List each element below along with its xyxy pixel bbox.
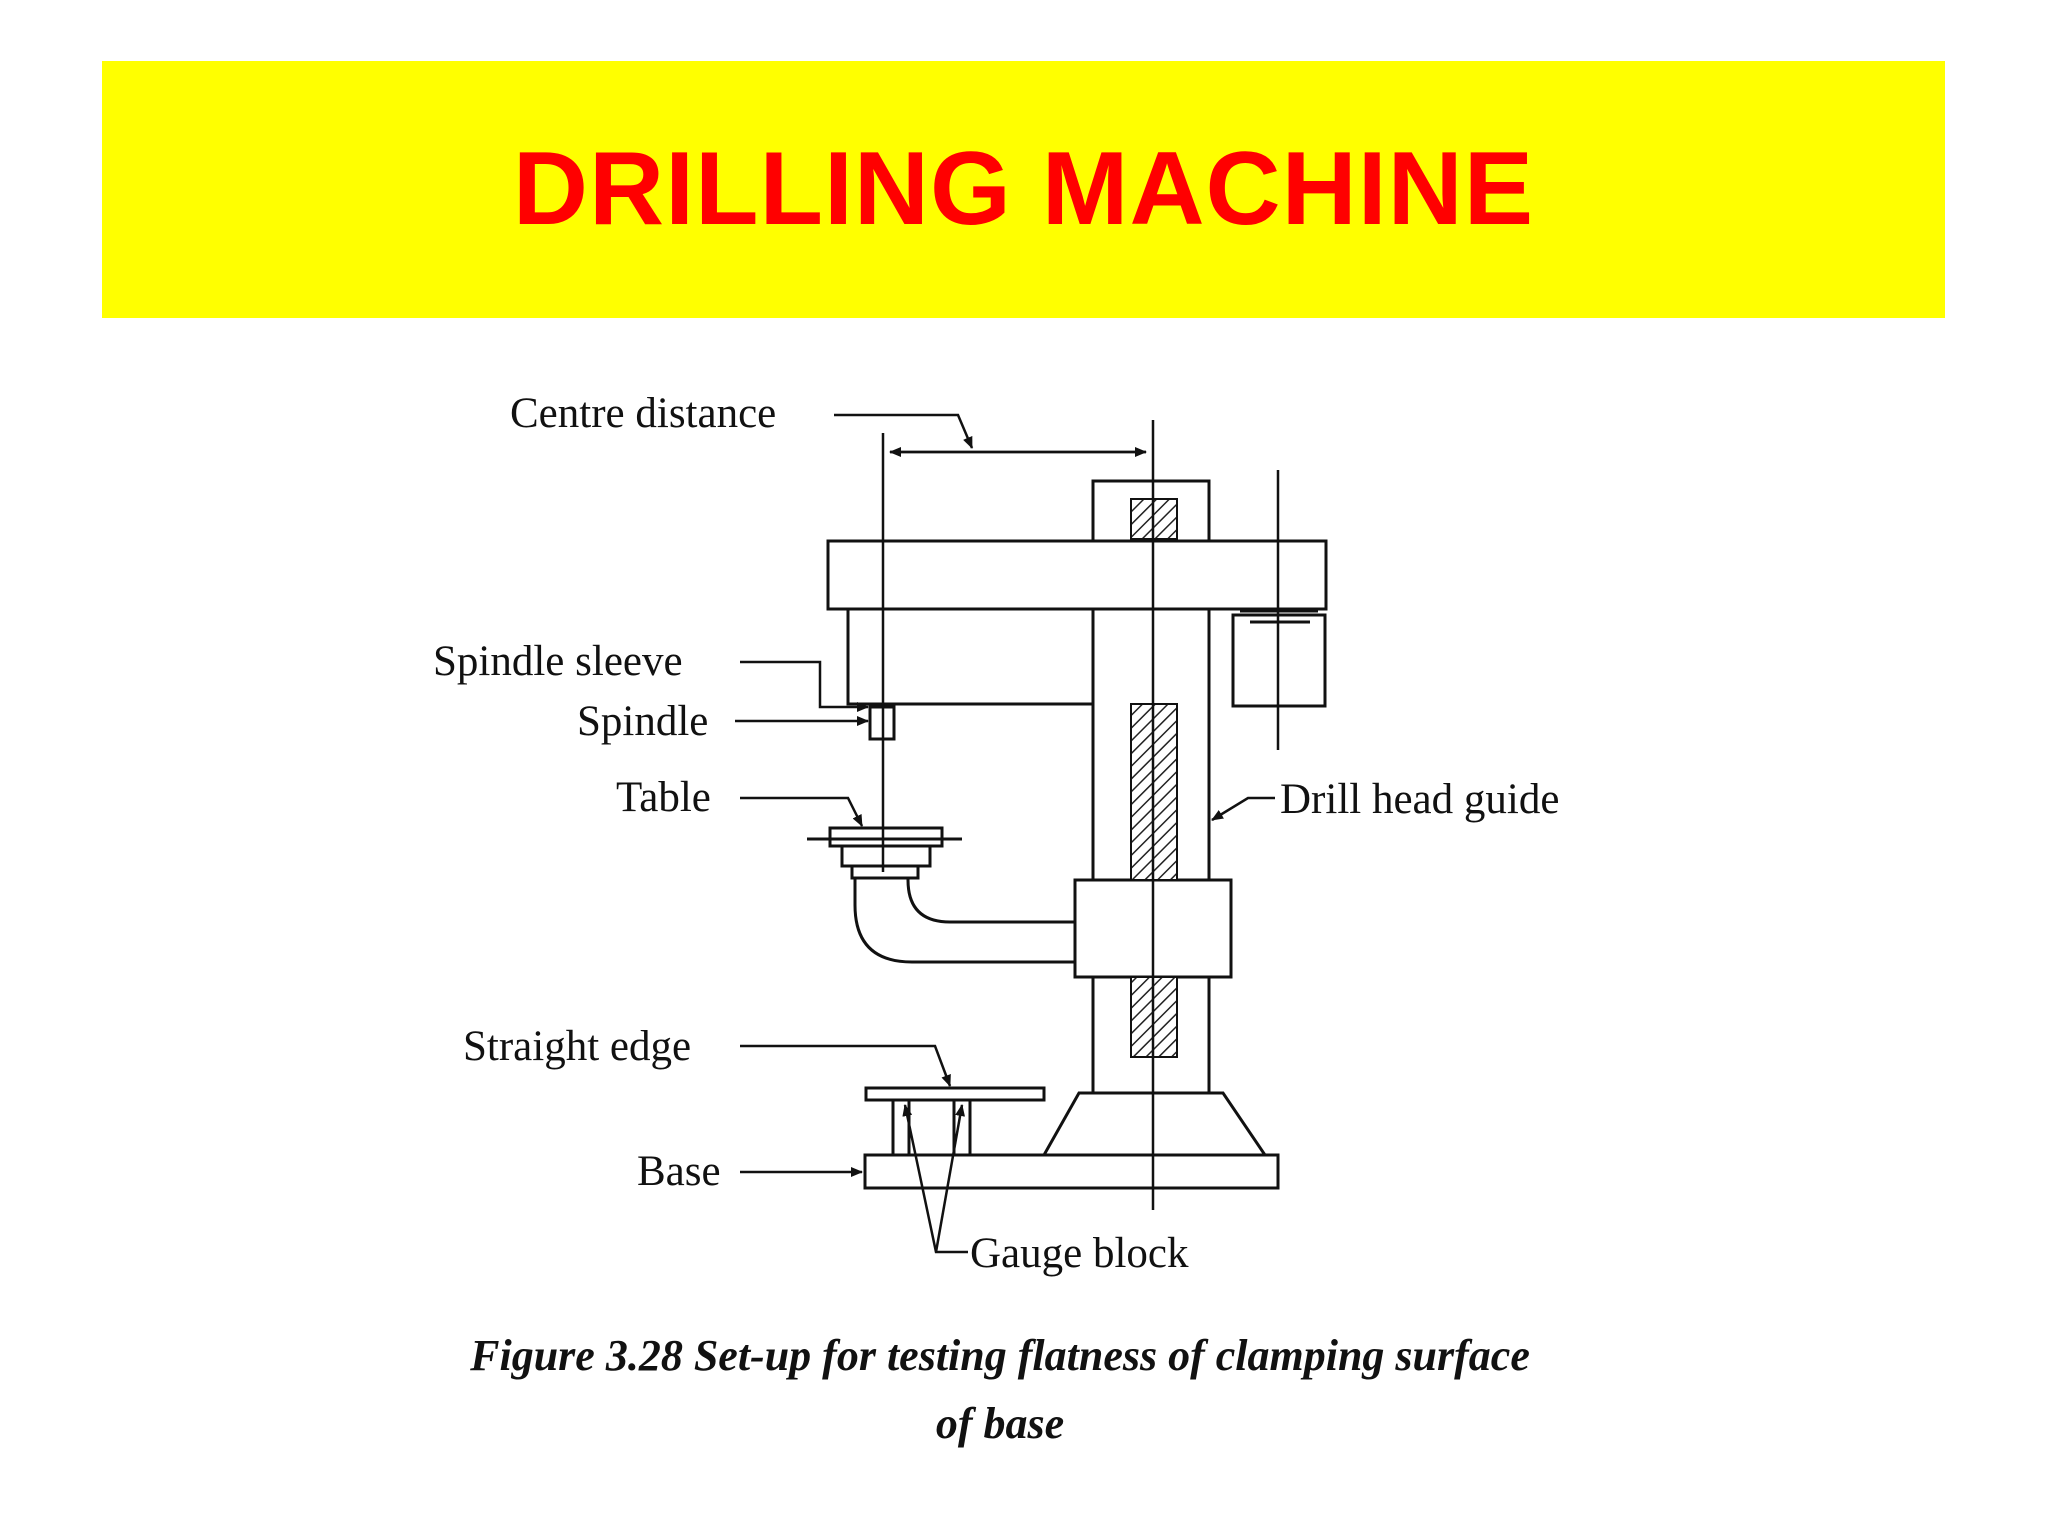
centre-distance-dimension	[834, 413, 1147, 457]
label-straight-edge: Straight edge	[463, 1023, 691, 1070]
table-leader	[740, 796, 864, 827]
centre-lines	[881, 420, 1280, 1210]
caption-line-1: Figure 3.28 Set-up for testing flatness …	[470, 1331, 1530, 1380]
figure-caption: Figure 3.28 Set-up for testing flatness …	[300, 1322, 1700, 1458]
base-pedestal	[1041, 1091, 1268, 1157]
label-centre-distance: Centre distance	[510, 390, 776, 437]
table-arm	[853, 872, 1077, 964]
gauge-block-leader-right	[934, 1104, 966, 1253]
slide-title: DRILLING MACHINE	[512, 131, 1535, 247]
title-banner: DRILLING MACHINE	[102, 61, 1945, 318]
caption-line-2: of base	[935, 1399, 1065, 1448]
work-table	[828, 826, 944, 848]
leader-lines	[735, 660, 1275, 1254]
drill-head-guide-leader	[1211, 796, 1275, 822]
label-spindle: Spindle	[577, 698, 708, 745]
straight-edge	[864, 1086, 1046, 1102]
label-gauge-block: Gauge block	[970, 1230, 1189, 1277]
label-table: Table	[616, 774, 711, 821]
spindle-sleeve-leader	[740, 660, 869, 712]
label-drill-head-guide: Drill head guide	[1280, 776, 1559, 823]
machine-structure	[807, 479, 1328, 1190]
head-arm	[826, 539, 1328, 611]
label-base: Base	[637, 1148, 721, 1195]
base-plate	[863, 1153, 1280, 1190]
spindle-head	[846, 607, 1095, 706]
straight-edge-leader	[740, 1044, 952, 1087]
label-spindle-sleeve: Spindle sleeve	[433, 638, 683, 685]
